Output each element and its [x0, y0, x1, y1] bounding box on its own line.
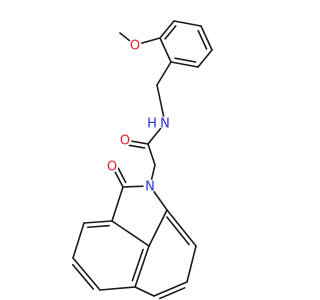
atom-background-n_amide — [158, 116, 172, 130]
bond-C5-C6-second — [174, 57, 197, 63]
bond-C8n-C8a-second — [166, 216, 190, 246]
bond-Cam-CH2b — [147, 143, 156, 166]
bond-C4n-C5n — [72, 257, 101, 291]
bond-Cam-Oam-second — [126, 144, 146, 149]
atom-background-o_lactam — [105, 159, 119, 173]
bond-C6n-C7n-second — [158, 287, 186, 300]
bond-C3-C4-second — [197, 29, 208, 50]
atom-label-n_amide: N — [160, 117, 170, 132]
bond-C6n-C7n — [153, 281, 188, 297]
bond-C5a-C8b-second — [131, 248, 144, 282]
bond-C5a-C6n — [134, 286, 155, 297]
atom-label-o_lactam: O — [107, 160, 117, 175]
atom-background-o_amide — [118, 133, 132, 147]
bond-C2a-C3n — [83, 220, 113, 224]
bond-Ccl-Ol-second — [116, 165, 127, 184]
bond-C4n-C5n-second — [72, 263, 95, 290]
bond-Ccl-C2a — [111, 186, 124, 222]
bond-C2a-C8b — [111, 220, 150, 247]
atom-label-h_amide: H — [147, 117, 157, 132]
bond-C8n-C8a — [166, 209, 197, 247]
bond-C2a-C3n-second — [86, 224, 110, 229]
bond-C3-C4 — [200, 25, 213, 51]
atom-background-h_amide — [145, 116, 159, 130]
bond-C8b-C8a — [148, 209, 168, 247]
bond-layer — [72, 20, 213, 300]
atom-background-n_lactam — [143, 179, 157, 193]
atom-background-o_methoxy — [128, 38, 142, 52]
bond-C1-C2 — [159, 20, 175, 39]
bond-C5a-C8b — [134, 245, 150, 288]
bond-C6-C1 — [159, 37, 172, 63]
atom-label-o_methoxy: O — [130, 39, 140, 54]
atom-label-o_amide: O — [120, 134, 130, 149]
atom-label-n_lactam: N — [145, 180, 155, 195]
bond-C5n-C5a — [99, 286, 136, 291]
bond-C7n-C8n — [186, 245, 197, 283]
bond-C2-C3 — [173, 20, 202, 27]
bond-C1-C2-second — [164, 25, 177, 40]
bond-C6-CH2a — [156, 61, 172, 86]
bond-C3n-C4n — [72, 222, 85, 259]
bond-C5-C6 — [170, 61, 199, 68]
bond-C4-C5 — [197, 49, 213, 68]
